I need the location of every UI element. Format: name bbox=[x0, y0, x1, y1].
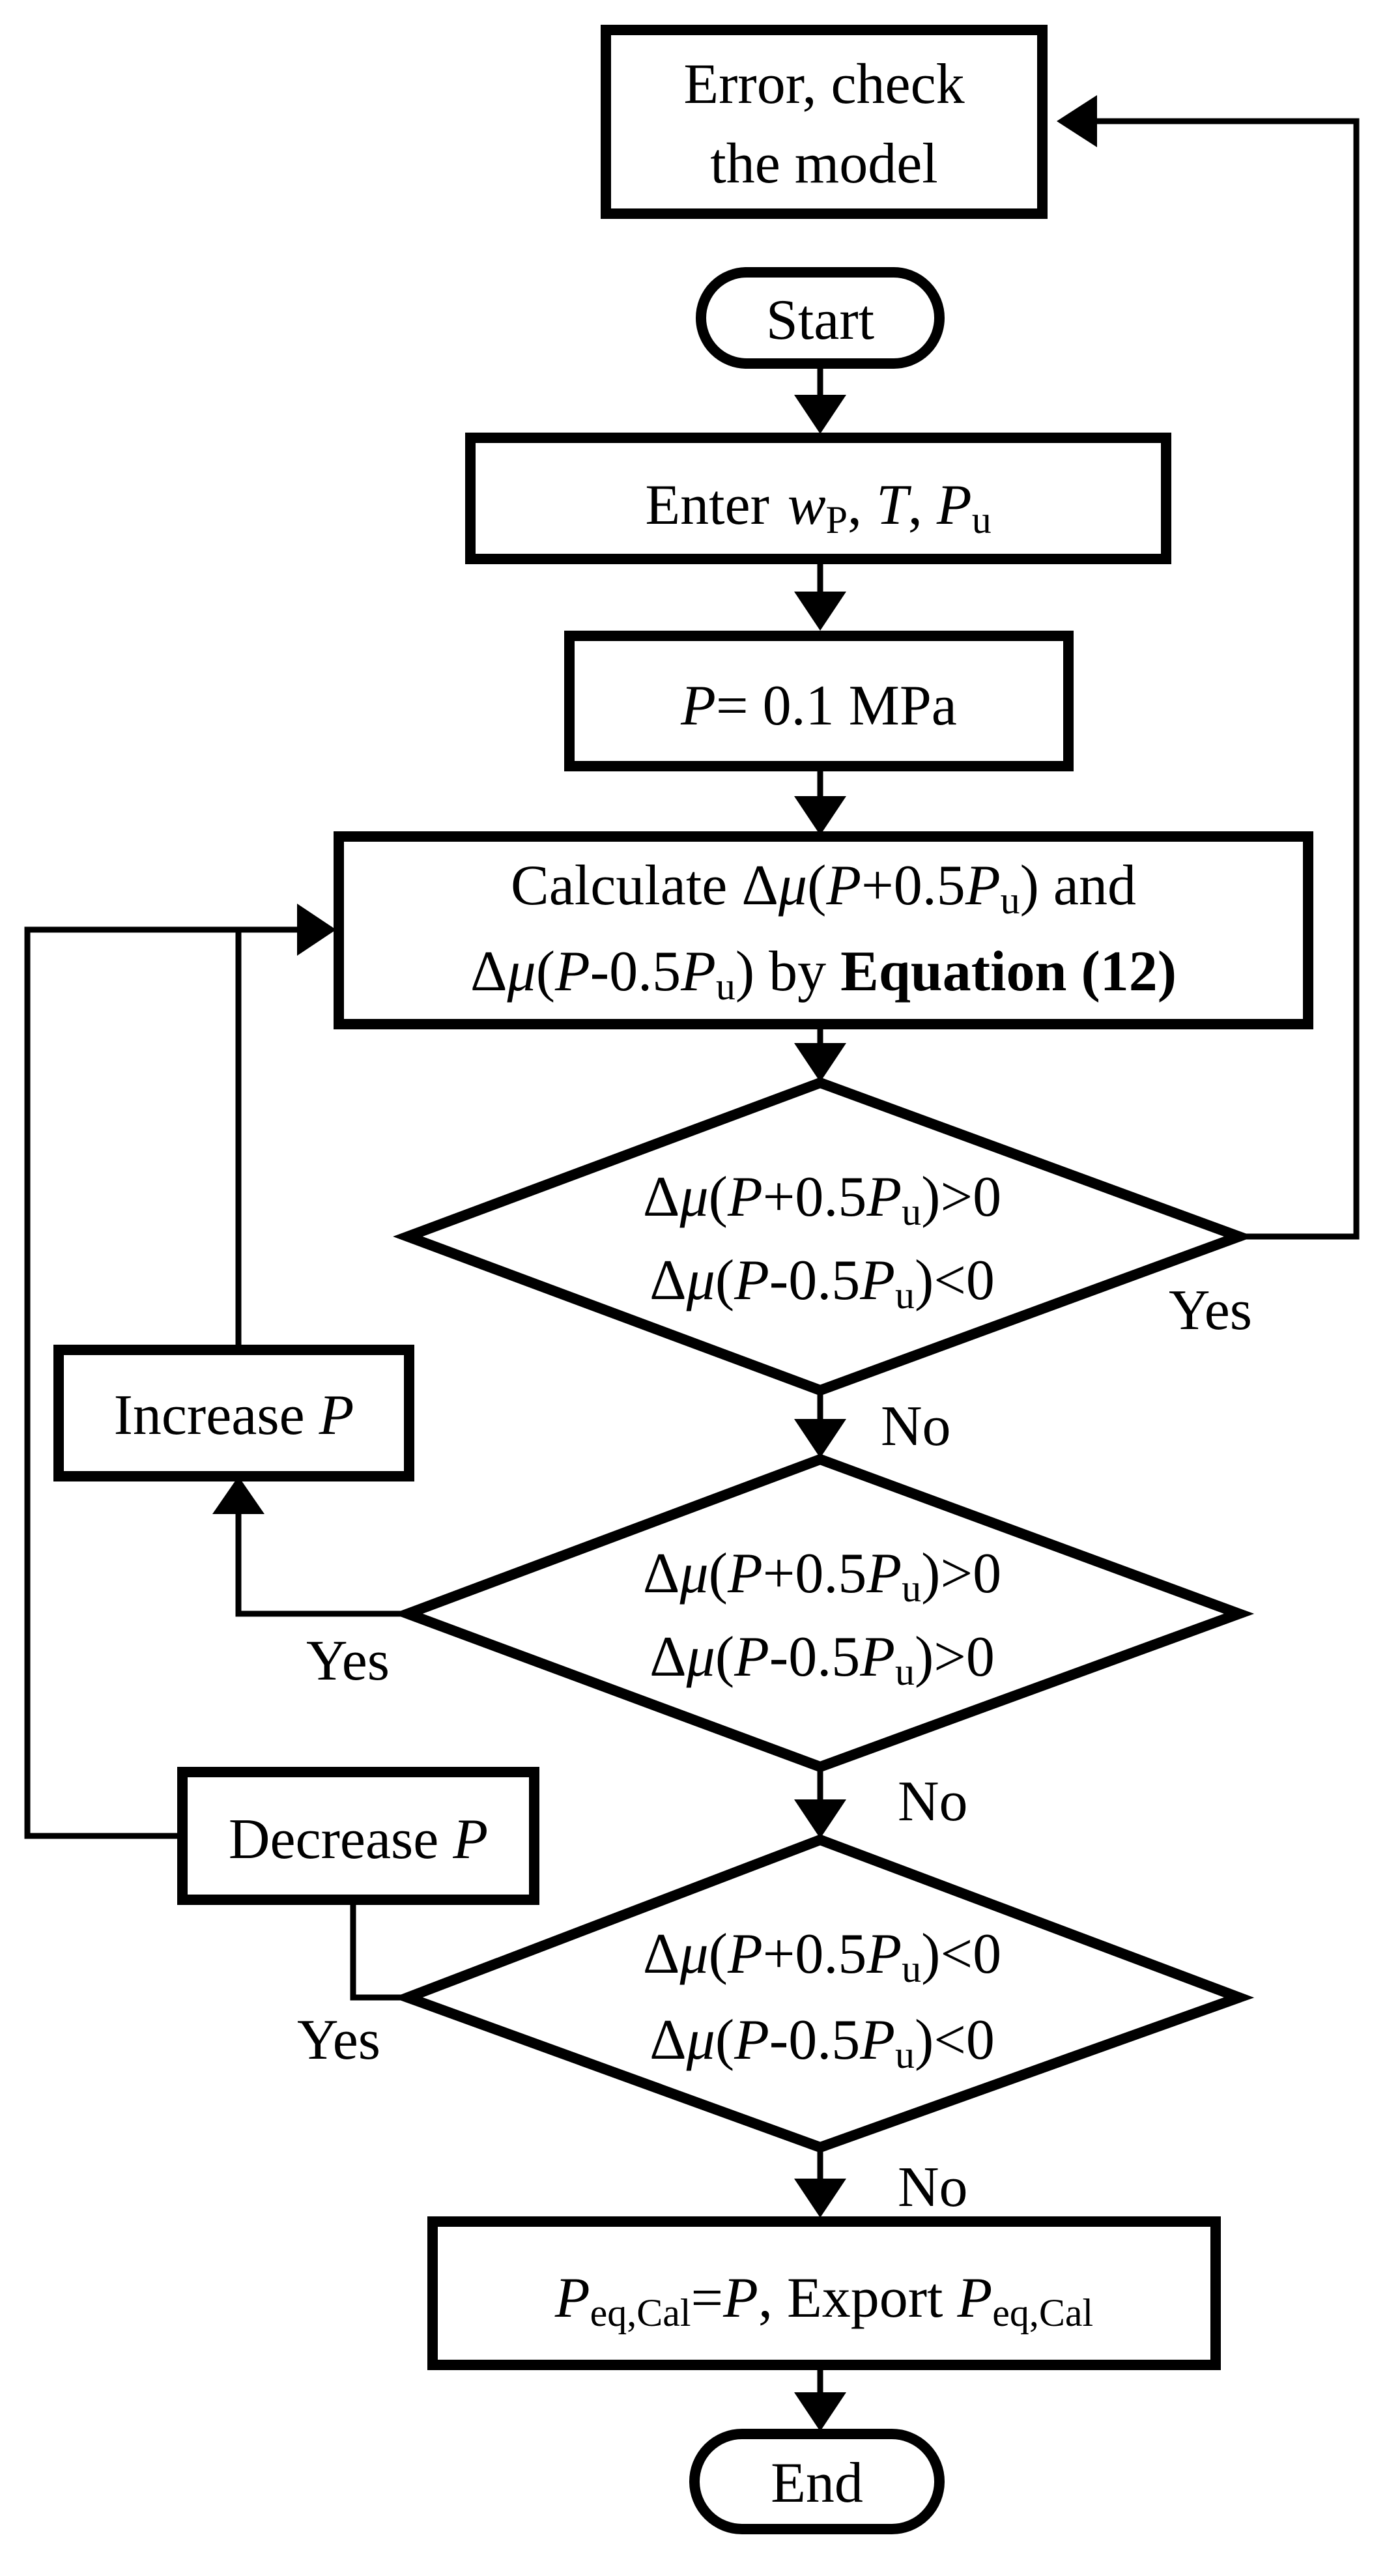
init-node: P= 0.1 MPa bbox=[564, 631, 1074, 771]
check2-yes-label: Yes bbox=[306, 1629, 390, 1693]
arrowhead bbox=[1057, 95, 1097, 147]
arrowhead bbox=[794, 1799, 846, 1839]
arrowhead bbox=[794, 395, 846, 434]
edge-check3-decrease bbox=[350, 1896, 408, 2001]
end-label: End bbox=[771, 2452, 863, 2515]
calculate-node: Calculate Δμ(P+0.5Pu) and Δμ(P-0.5Pu) by… bbox=[334, 831, 1313, 1029]
decrease-label: Decrease P bbox=[229, 1808, 488, 1871]
error-line2: the model bbox=[710, 132, 937, 195]
check3-no-label: No bbox=[898, 2156, 968, 2219]
check3-yes-label: Yes bbox=[297, 2009, 380, 2072]
arrowhead bbox=[794, 796, 846, 835]
check2-line2: Δμ(P-0.5Pu)>0 bbox=[650, 1625, 995, 1693]
increase-label: Increase P bbox=[114, 1384, 354, 1447]
export-node: Peq,Cal=P, Export Peq,Cal bbox=[427, 2216, 1221, 2370]
calculate-line1: Calculate Δμ(P+0.5Pu) and bbox=[511, 854, 1136, 922]
arrowhead bbox=[297, 904, 336, 956]
check1-decision: Δμ(P+0.5Pu)>0 Δμ(P-0.5Pu)<0 bbox=[393, 1077, 1255, 1396]
error-node: Error, check the model bbox=[601, 25, 1048, 219]
check3-line2: Δμ(P-0.5Pu)<0 bbox=[650, 2009, 995, 2076]
check2-decision: Δμ(P+0.5Pu)>0 Δμ(P-0.5Pu)>0 bbox=[393, 1453, 1255, 1773]
start-label: Start bbox=[766, 289, 874, 352]
increase-node: Increase P bbox=[53, 1345, 414, 1481]
start-node: Start bbox=[696, 267, 945, 369]
edge-check2-increase bbox=[235, 1511, 408, 1617]
arrowhead bbox=[212, 1476, 264, 1514]
edge-decrease-calculate bbox=[24, 926, 300, 1839]
arrowhead bbox=[794, 592, 846, 631]
init-label: P= 0.1 MPa bbox=[680, 674, 957, 737]
check1-yes-label: Yes bbox=[1169, 1279, 1252, 1342]
check2-no-label: No bbox=[898, 1770, 968, 1833]
check2-line1: Δμ(P+0.5Pu)>0 bbox=[643, 1542, 1001, 1610]
check1-line1: Δμ(P+0.5Pu)>0 bbox=[643, 1166, 1001, 1233]
arrowhead bbox=[794, 2179, 846, 2218]
check1-line2: Δμ(P-0.5Pu)<0 bbox=[650, 1249, 995, 1317]
export-label: Peq,Cal=P, Export Peq,Cal bbox=[554, 2267, 1093, 2334]
check1-no-label: No bbox=[881, 1395, 951, 1458]
error-line1: Error, check bbox=[683, 53, 964, 116]
edge-check1-error bbox=[1094, 118, 1360, 1240]
decrease-node: Decrease P bbox=[177, 1767, 539, 1905]
edge-labels: Yes No Yes No Yes No bbox=[297, 1279, 1252, 2219]
check3-line1: Δμ(P+0.5Pu)<0 bbox=[643, 1923, 1001, 1990]
arrowhead bbox=[794, 1043, 846, 1082]
calculate-line2: Δμ(P-0.5Pu) by Equation (12) bbox=[470, 940, 1177, 1008]
arrowhead bbox=[794, 1419, 846, 1458]
arrowhead bbox=[794, 2392, 846, 2431]
check3-decision: Δμ(P+0.5Pu)<0 Δμ(P-0.5Pu)<0 bbox=[393, 1834, 1255, 2153]
end-node: End bbox=[689, 2429, 945, 2534]
